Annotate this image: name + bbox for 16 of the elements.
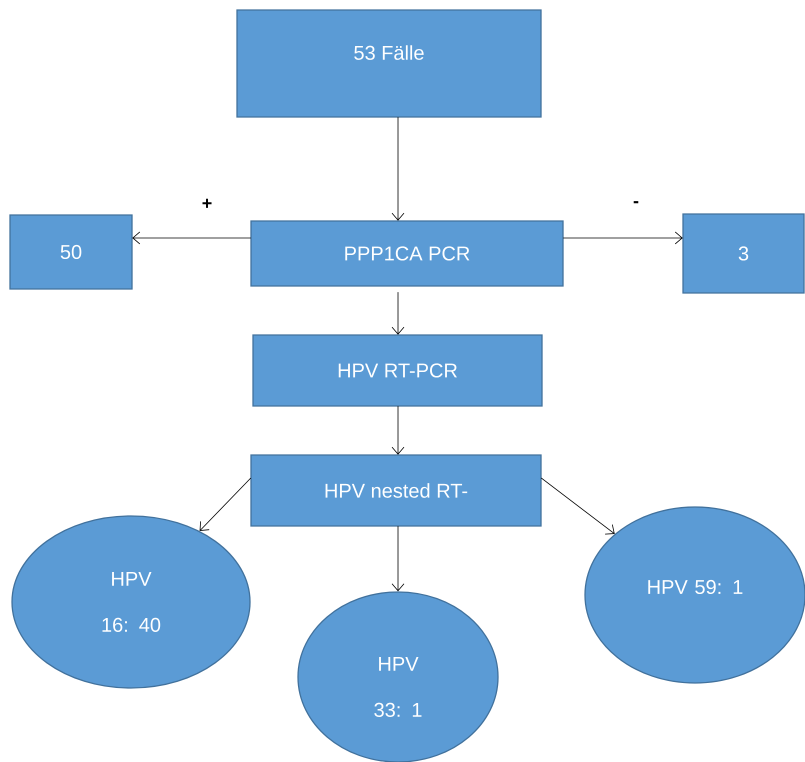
process-box: HPV nested RT- xyxy=(250,454,542,527)
arrow xyxy=(562,232,683,244)
arrow xyxy=(132,232,252,244)
edge-label: - xyxy=(632,200,640,208)
arrow xyxy=(392,116,404,221)
process-box: HPV RT-PCR xyxy=(252,334,543,407)
process-box: PPP1CA PCR xyxy=(250,220,564,287)
arrow xyxy=(540,478,615,534)
arrow xyxy=(392,406,404,455)
process-box: 53 Fälle xyxy=(236,9,542,118)
arrow xyxy=(392,526,404,592)
edge-label: + xyxy=(200,198,214,210)
arrow xyxy=(200,478,252,531)
process-box: 3 xyxy=(682,213,805,294)
process-box: 50 xyxy=(9,214,133,290)
arrow xyxy=(392,292,404,335)
